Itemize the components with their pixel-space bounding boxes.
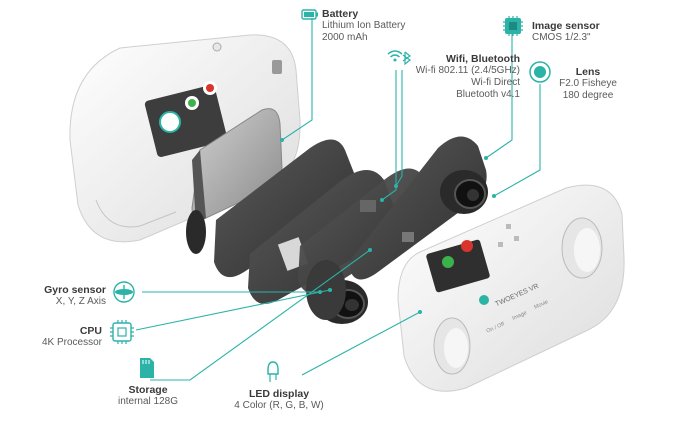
led-display-icon — [267, 361, 279, 382]
battery-line-1: Lithium Ion Battery — [322, 20, 406, 31]
leader-lines — [135, 18, 541, 381]
gyro-title: Gyro sensor — [44, 284, 106, 296]
led-line-1: 4 Color (R, G, B, W) — [234, 400, 324, 411]
image-sensor-icon — [503, 16, 523, 36]
image-sensor-callout: Image sensor CMOS 1/2.3" — [532, 20, 600, 44]
gyro-line-1: X, Y, Z Axis — [55, 296, 106, 307]
cpu-icon — [110, 320, 134, 344]
wifi-callout: Wifi, Bluetooth Wi-fi 802.11 (2.4/5GHz) … — [400, 53, 520, 101]
cpu-line-1: 4K Processor — [41, 337, 102, 348]
storage-icon — [140, 358, 154, 378]
led-callout: LED display 4 Color (R, G, B, W) — [224, 388, 334, 412]
red-button — [206, 84, 214, 92]
battery-line-2: 2000 mAh — [322, 32, 368, 43]
led-title: LED display — [248, 388, 310, 400]
battery-callout: Battery Lithium Ion Battery 2000 mAh — [322, 8, 405, 44]
green-button — [188, 99, 196, 107]
front-red-led — [461, 240, 473, 252]
power-button — [159, 111, 181, 133]
lens-icon — [529, 61, 551, 83]
cpu-title: CPU — [79, 325, 102, 337]
storage-line-1: internal 128G — [117, 396, 179, 407]
cpu-callout: CPU 4K Processor — [0, 325, 102, 349]
wifi-line-1: Wi-fi 802.11 (2.4/5GHz) — [415, 65, 520, 76]
image-sensor-line-1: CMOS 1/2.3" — [532, 32, 591, 43]
lens-modules — [306, 170, 488, 324]
lens-title: Lens — [575, 66, 601, 78]
battery-icon — [301, 9, 318, 20]
front-green-led — [442, 256, 454, 268]
image-sensor-title: Image sensor — [532, 20, 600, 32]
lens-callout: Lens F2.0 Fisheye 180 degree — [548, 66, 628, 102]
wifi-bluetooth-icon — [387, 50, 412, 66]
front-shell — [397, 184, 625, 392]
wifi-line-2: Wi-fi Direct — [471, 77, 520, 88]
lens-line-2: 180 degree — [562, 90, 614, 101]
battery-title: Battery — [322, 8, 359, 20]
gyro-sensor-icon — [113, 281, 135, 303]
lens-line-1: F2.0 Fisheye — [559, 78, 617, 89]
storage-title: Storage — [128, 384, 168, 396]
gyro-callout: Gyro sensor X, Y, Z Axis — [0, 284, 106, 308]
wifi-title: Wifi, Bluetooth — [446, 53, 520, 65]
storage-callout: Storage internal 128G — [108, 384, 188, 408]
wifi-line-3: Bluetooth v4.1 — [456, 89, 520, 100]
leader-dots — [280, 138, 496, 314]
